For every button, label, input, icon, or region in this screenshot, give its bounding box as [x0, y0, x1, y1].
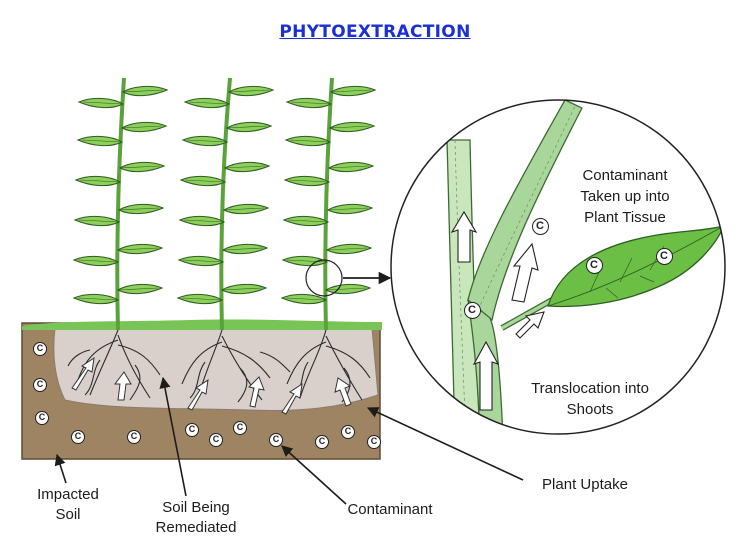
label-plant-uptake: Plant Uptake	[542, 476, 628, 493]
contaminant-c-marker: C	[127, 430, 141, 444]
plant-right	[281, 77, 376, 331]
contaminant-c-marker: C	[33, 378, 47, 392]
contaminant-c-marker: C	[463, 301, 481, 319]
magnifier-circle	[305, 259, 343, 297]
plant-middle	[177, 77, 274, 331]
contaminant-c-marker: C	[367, 435, 381, 449]
contaminant-c-marker: C	[269, 433, 283, 447]
contaminant-c-marker: C	[531, 217, 549, 235]
contaminant-c-marker: C	[585, 256, 603, 274]
label-contaminant: Contaminant	[347, 501, 433, 518]
contaminant-c-marker: C	[33, 342, 47, 356]
zoom-detail	[390, 99, 726, 435]
contaminant-c-marker: C	[209, 433, 223, 447]
plant-left	[73, 77, 168, 331]
contaminant-c-marker: C	[35, 411, 49, 425]
uptake-arrows	[71, 356, 352, 415]
plant-roots	[67, 329, 371, 403]
contaminant-c-marker: C	[185, 423, 199, 437]
contaminant-c-marker: C	[315, 435, 329, 449]
contaminant-c-marker: C	[341, 425, 355, 439]
contaminant-c-marker: C	[655, 247, 673, 265]
contaminant-c-marker: C	[71, 430, 85, 444]
contaminant-c-marker: C	[233, 421, 247, 435]
diagram-title: PHYTOEXTRACTION	[279, 22, 471, 42]
